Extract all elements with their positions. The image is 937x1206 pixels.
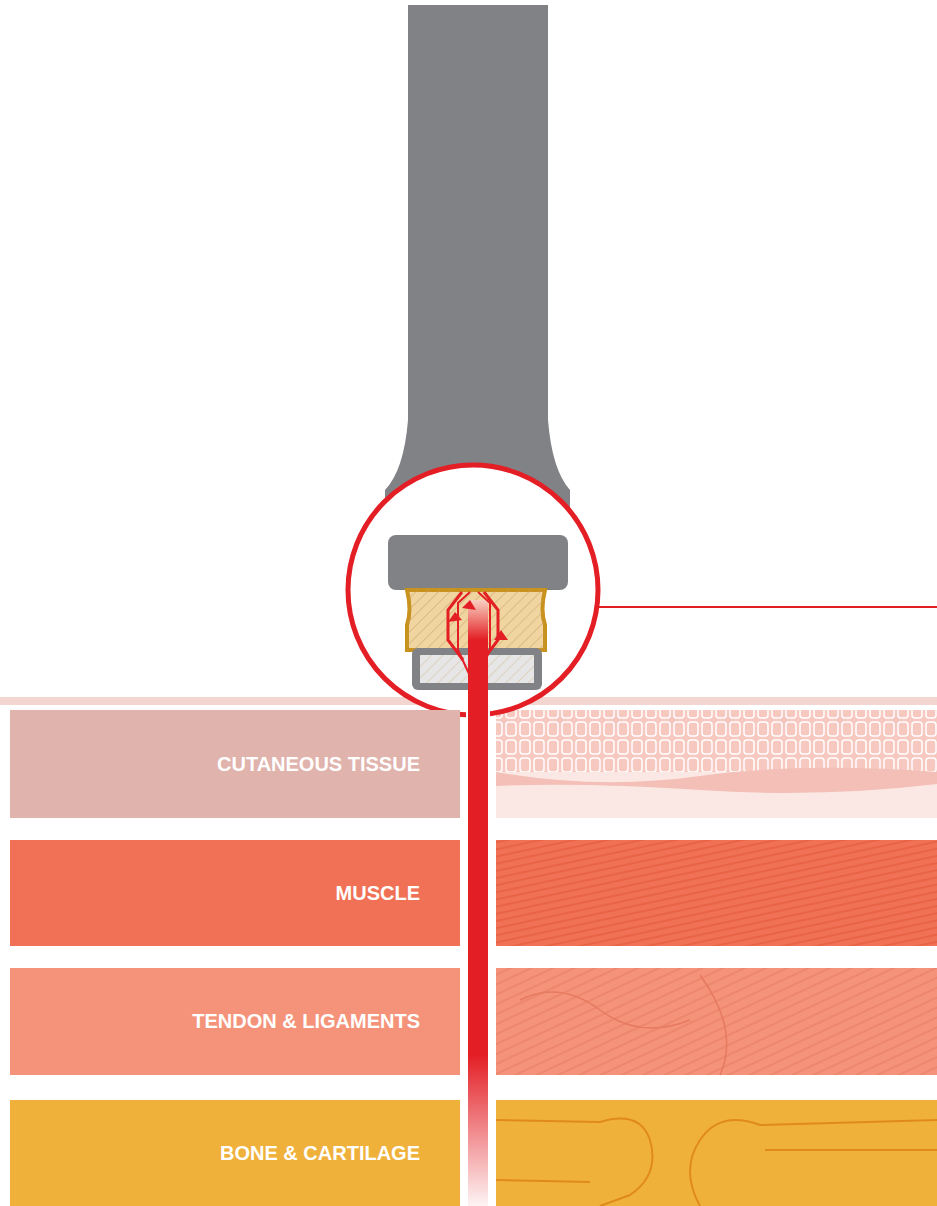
band-label: MUSCLE xyxy=(336,882,420,905)
tissue-band: BONE & CARTILAGE xyxy=(10,1100,460,1206)
band-label: BONE & CARTILAGE xyxy=(220,1142,420,1165)
tissue-band: MUSCLE xyxy=(10,840,460,946)
band-label: TENDON & LIGAMENTS xyxy=(192,1010,420,1033)
tissue-band: CUTANEOUS TISSUE xyxy=(10,710,460,818)
band-label: CUTANEOUS TISSUE xyxy=(217,753,420,776)
tissue-band: TENDON & LIGAMENTS xyxy=(10,968,460,1075)
